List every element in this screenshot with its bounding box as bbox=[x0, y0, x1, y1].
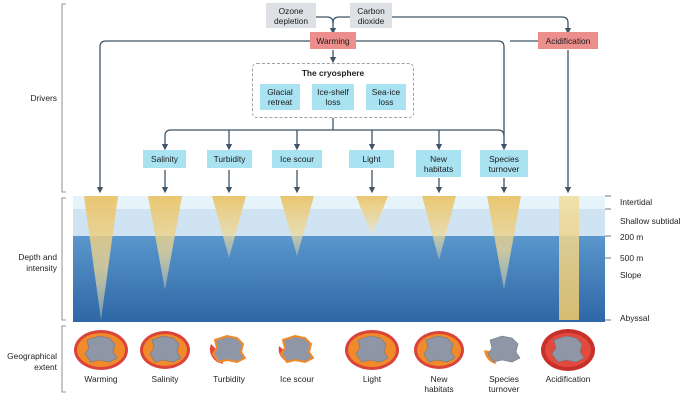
cone-turbidity bbox=[212, 196, 246, 258]
disc-ice-scour bbox=[278, 334, 315, 364]
intertidal-band bbox=[73, 196, 605, 209]
depth-200m: 200 m bbox=[620, 232, 644, 242]
deep-band bbox=[73, 236, 605, 322]
geo-label-new-habitats: New habitats bbox=[424, 374, 454, 394]
geo-label-turbidity: Turbidity bbox=[213, 374, 245, 384]
warming-box: Warming bbox=[310, 32, 356, 49]
geo-label-salinity: Salinity bbox=[151, 374, 179, 384]
intensity-cones bbox=[84, 196, 579, 320]
geo-label-warming: Warming bbox=[84, 374, 118, 384]
cone-light bbox=[356, 196, 388, 236]
disc-light bbox=[345, 330, 399, 370]
disc-new-habitats bbox=[414, 331, 464, 369]
cone-new-habitats bbox=[422, 196, 456, 260]
ozone-depletion-box: Ozone depletion bbox=[266, 3, 316, 28]
sea-ice-loss-box: Sea-ice loss bbox=[366, 84, 406, 110]
effect-new-habitats: New habitats bbox=[416, 150, 461, 177]
depth-intertidal: Intertidal bbox=[620, 197, 653, 207]
effect-salinity: Salinity bbox=[143, 150, 186, 168]
cryosphere-group bbox=[252, 63, 414, 118]
effect-turbidity: Turbidity bbox=[207, 150, 252, 168]
acidification-box: Acidification bbox=[538, 32, 598, 49]
effect-ice-scour: Ice scour bbox=[272, 150, 322, 168]
geo-label-ice-scour: Ice scour bbox=[280, 374, 314, 384]
effect-species-turnover: Species turnover bbox=[480, 150, 528, 177]
effect-light: Light bbox=[349, 150, 394, 168]
cone-salinity bbox=[148, 196, 182, 290]
geo-label-acidification: Acidification bbox=[545, 374, 591, 384]
depth-ticks bbox=[605, 195, 611, 321]
column-acidification bbox=[559, 196, 579, 320]
disc-warming bbox=[74, 330, 128, 370]
disc-species-turnover bbox=[484, 335, 521, 364]
depth-slope: Slope bbox=[620, 270, 642, 280]
geographic-discs bbox=[74, 329, 595, 371]
disc-acidification bbox=[541, 329, 595, 371]
side-label-drivers: Drivers bbox=[30, 93, 57, 103]
depth-shallow-subtidal: Shallow subtidal bbox=[620, 216, 681, 226]
disc-turbidity bbox=[209, 334, 247, 364]
connectors bbox=[96, 16, 572, 194]
geo-label-light: Light bbox=[362, 374, 382, 384]
geo-label-species-turnover: Species turnover bbox=[488, 374, 520, 394]
side-label-geo: Geographical extent bbox=[7, 351, 57, 372]
depth-500m: 500 m bbox=[620, 253, 644, 263]
carbon-dioxide-box: Carbon dioxide bbox=[350, 3, 392, 28]
cryosphere-title: The cryosphere bbox=[301, 68, 365, 78]
cone-warming bbox=[84, 196, 118, 320]
glacial-retreat-box: Glacial retreat bbox=[260, 84, 300, 110]
disc-salinity bbox=[140, 331, 190, 369]
side-label-depth: Depth and intensity bbox=[18, 252, 57, 273]
ice-shelf-loss-box: Ice-shelf loss bbox=[312, 84, 354, 110]
cone-species-turnover bbox=[487, 196, 521, 290]
side-brackets bbox=[61, 3, 66, 393]
depth-abyssal: Abyssal bbox=[620, 313, 650, 323]
cone-ice-scour bbox=[280, 196, 314, 256]
